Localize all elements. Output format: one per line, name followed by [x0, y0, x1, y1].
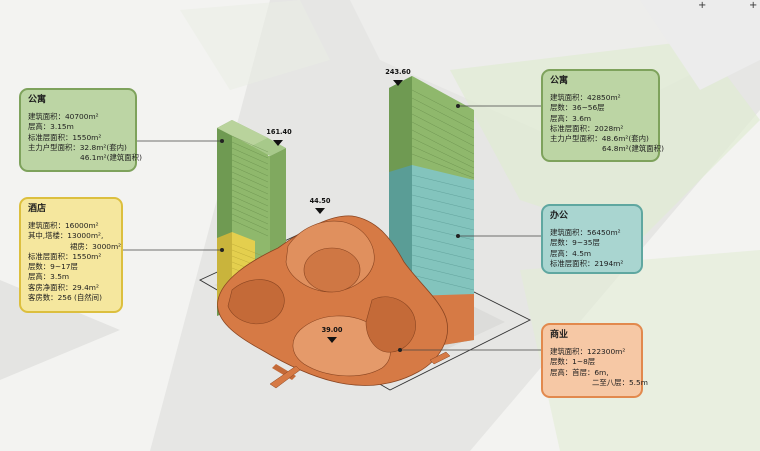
card-line: 层高：3.5m — [28, 272, 70, 282]
card-line: 层数：9~17层 — [28, 262, 78, 272]
card-line: 建筑面积：122300m² — [550, 347, 626, 356]
card-line: 标准层面积：2028m² — [550, 123, 624, 133]
card-line: 层数：1~8层 — [550, 357, 596, 367]
elevation-label-right-tower: 243.60 — [385, 68, 411, 76]
card-line: 客房净面积：29.4m² — [28, 282, 99, 292]
card-line: 46.1m²(建筑面积) — [80, 153, 142, 163]
leader-lines — [123, 105, 541, 351]
card-line: 二至八层：5.5m — [592, 377, 648, 387]
card-title: 商业 — [550, 330, 569, 340]
card-line: 层高：4.5m — [550, 248, 592, 258]
card-line: 标准层面积：1550m² — [28, 251, 102, 261]
card-title: 公寓 — [28, 95, 47, 105]
elevation-label-podium-top: 44.50 — [309, 197, 331, 205]
plus-mark: + — [698, 0, 707, 11]
office-card: 办公 建筑面积：56450m² 层数：9~35层 层高：4.5m 标准层面积：2… — [541, 204, 643, 274]
elevation-label-left-tower: 161.40 — [266, 128, 292, 136]
elevation-markers — [273, 80, 403, 343]
card-line: 层高：首层：6m, — [550, 367, 609, 377]
apartment-left-card: 公寓 建筑面积：40700m² 层高：3.15m 标准层面积：1550m² 主力… — [19, 88, 142, 172]
card-title: 酒店 — [28, 204, 47, 214]
card-line: 64.8m²(建筑面积) — [602, 144, 664, 154]
card-line: 建筑面积：40700m² — [28, 112, 99, 121]
leader-dots — [220, 104, 460, 352]
card-line: 建筑面积：16000m² — [28, 221, 99, 230]
commerce-card: 商业 建筑面积：122300m² 层数：1~8层 层高：首层：6m, 二至八层：… — [541, 323, 648, 398]
card-title: 公寓 — [550, 76, 569, 86]
card-line: 标准层面积：1550m² — [28, 132, 102, 142]
plus-mark: + — [749, 0, 758, 11]
card-line: 其中,塔楼：13000m², — [28, 231, 104, 241]
podium — [217, 215, 451, 389]
card-title: 办公 — [550, 211, 569, 221]
card-line: 主力户型面积：32.8m²(套内) — [28, 142, 127, 152]
card-line: 层数：9~35层 — [550, 238, 600, 248]
card-line: 主力户型面积：48.6m²(套内) — [550, 134, 649, 144]
card-line: 标准层面积：2194m² — [550, 258, 624, 268]
card-line: 客房数：256 (自然间) — [28, 293, 102, 303]
card-line: 层数：36~56层 — [550, 103, 605, 113]
card-line: 建筑面积：56450m² — [550, 228, 621, 237]
elevation-label-podium-low: 39.00 — [321, 326, 343, 334]
card-line: 层高：3.15m — [28, 122, 74, 132]
apartment-right-card: 公寓 建筑面积：42850m² 层数：36~56层 层高：3.6m 标准层面积：… — [541, 69, 664, 162]
hotel-card: 酒店 建筑面积：16000m² 其中,塔楼：13000m², 裙房：3000m²… — [19, 197, 123, 313]
card-line: 建筑面积：42850m² — [550, 93, 621, 102]
card-line: 裙房：3000m² — [70, 241, 122, 251]
card-line: 层高：3.6m — [550, 113, 592, 123]
